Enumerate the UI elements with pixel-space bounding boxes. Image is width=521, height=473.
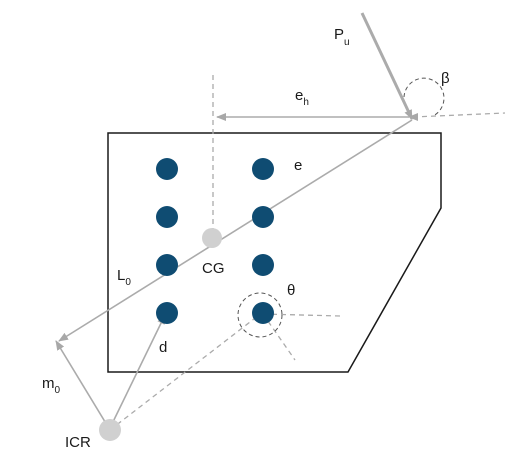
bolt <box>252 254 274 276</box>
icr-point <box>99 419 121 441</box>
d-label: d <box>159 339 167 356</box>
bolt <box>252 158 274 180</box>
e-label: e <box>294 157 302 174</box>
bolt <box>252 206 274 228</box>
d-line <box>109 314 166 429</box>
bolt <box>156 158 178 180</box>
theta-horizontal-dashed-line <box>262 313 341 317</box>
bolt <box>156 206 178 228</box>
beta-label: β <box>441 70 450 87</box>
bolt <box>252 302 274 324</box>
bolt <box>156 302 178 324</box>
l0-line <box>58 119 413 342</box>
cg-point <box>202 228 222 248</box>
pu-label: Pu <box>334 26 350 48</box>
bolt <box>156 254 178 276</box>
l0-label: L0 <box>117 267 131 288</box>
icr-label: ICR <box>65 434 91 451</box>
m0-line <box>55 340 111 431</box>
theta-circle <box>237 292 283 338</box>
m0-label: m0 <box>42 375 61 396</box>
load-horizontal-dashed-line <box>412 112 506 118</box>
bolt-group <box>156 158 274 324</box>
cg-label: CG <box>202 260 225 277</box>
theta-label: θ <box>287 282 295 299</box>
eh-label: eh <box>295 87 309 108</box>
plate-outline <box>107 132 442 373</box>
beta-angle-arc <box>403 77 445 117</box>
pu-load-arrow <box>360 12 414 120</box>
